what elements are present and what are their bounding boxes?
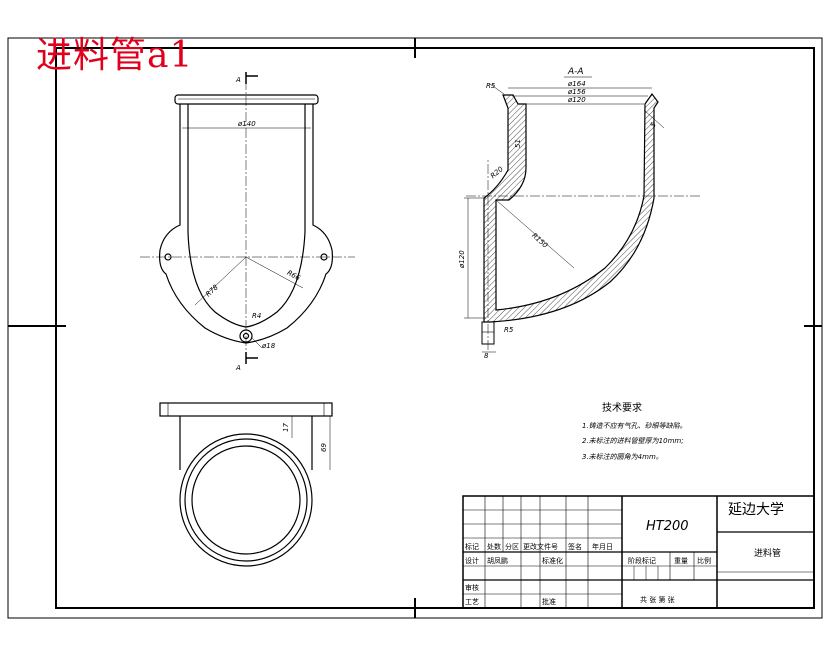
dim-69: 69 xyxy=(320,443,328,452)
cut-label-a-top: A xyxy=(235,76,241,84)
sheet-info: 共 张 第 张 xyxy=(640,595,675,604)
lbl-stage-mark: 阶段标记 xyxy=(628,556,656,565)
section-title: A-A xyxy=(567,67,584,77)
top-view xyxy=(159,402,333,567)
dim-section-r5-bottom: R5 xyxy=(504,326,514,334)
dim-phi164: ø164 xyxy=(567,80,586,88)
lbl-standardize: 标准化 xyxy=(542,556,563,565)
hdr-sign: 签名 xyxy=(568,542,582,551)
dim-phi140: ø140 xyxy=(237,120,256,128)
lbl-weight: 重量 xyxy=(674,557,688,565)
notes-heading: 技术要求 xyxy=(602,401,642,414)
hdr-count: 处数 xyxy=(487,542,501,551)
hdr-zone: 分区 xyxy=(505,542,519,551)
note-2: 2.未标注的进料管壁厚为10mm; xyxy=(582,437,684,445)
lbl-scale: 比例 xyxy=(697,556,711,565)
section-dimension-lines xyxy=(464,83,665,353)
lbl-check: 审核 xyxy=(465,583,479,592)
drawing-title: 进料管a1 xyxy=(36,35,194,76)
dim-r78: R78 xyxy=(204,283,220,299)
cut-plane-marks xyxy=(245,72,258,364)
note-1: 1.铸造不应有气孔、砂眼等缺陷。 xyxy=(582,422,687,430)
section-centerlines xyxy=(466,160,700,350)
dim-phi120-side: ø120 xyxy=(458,250,466,269)
hdr-mark: 标记 xyxy=(465,542,479,551)
lbl-design: 设计 xyxy=(465,556,479,565)
school-name: 延边大学 xyxy=(728,502,784,518)
dim-phi120: ø120 xyxy=(567,96,586,104)
lbl-approve: 批准 xyxy=(542,597,556,606)
lbl-process: 工艺 xyxy=(465,598,479,606)
dim-section-r5-top: R5 xyxy=(486,82,496,90)
cut-label-a-bottom: A xyxy=(235,364,241,372)
hdr-date: 年月日 xyxy=(592,542,613,551)
dim-r4: R4 xyxy=(252,312,261,320)
designer-name: 胡凤鹏 xyxy=(487,556,508,565)
note-3: 3.未标注的圆角为4mm。 xyxy=(582,453,663,461)
trim-border xyxy=(7,37,823,619)
material: HT200 xyxy=(646,519,689,534)
dim-5: 5 xyxy=(649,121,658,129)
dim-8: 8 xyxy=(484,352,489,360)
dim-17: 17 xyxy=(282,423,290,432)
top-dimension-lines xyxy=(291,416,331,470)
dim-phi18: ø18 xyxy=(261,342,276,350)
dim-phi156: ø156 xyxy=(567,88,586,96)
part-name: 进料管 xyxy=(754,547,781,559)
dim-51: 51 xyxy=(514,139,522,148)
front-radius-leaders xyxy=(182,127,311,349)
drawing-frame xyxy=(55,47,815,609)
section-wall xyxy=(483,92,659,323)
title-block xyxy=(462,495,815,609)
front-centerlines xyxy=(140,80,355,360)
dim-r150: R150 xyxy=(530,232,549,251)
hdr-change-doc: 更改文件号 xyxy=(523,542,558,551)
